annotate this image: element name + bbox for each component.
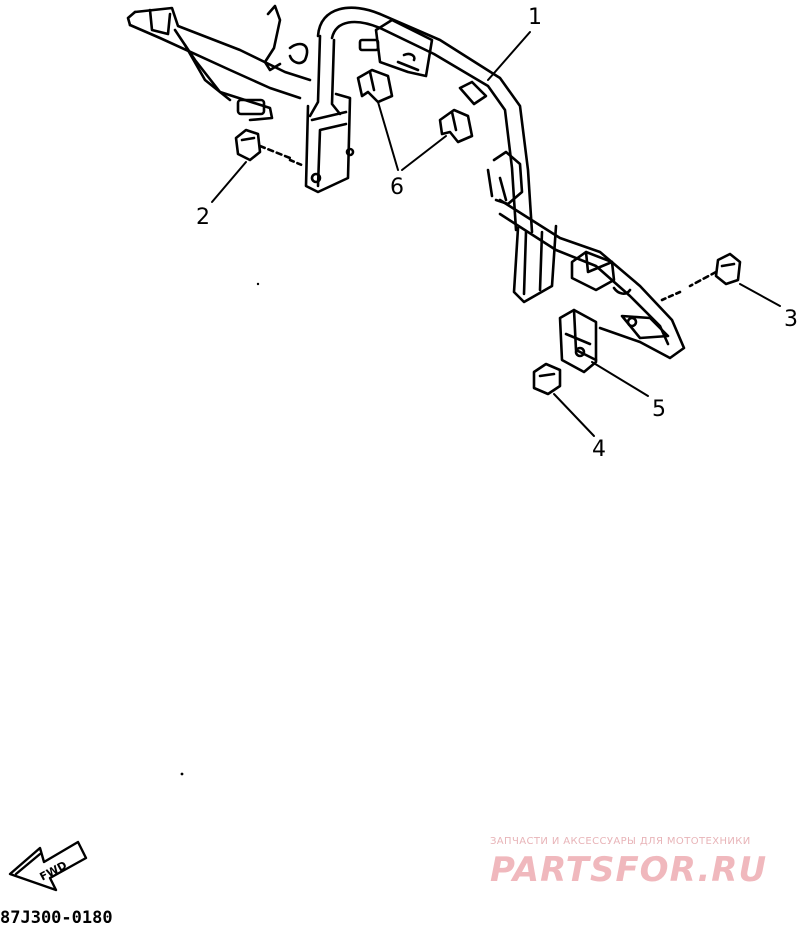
fwd-arrow-icon xyxy=(8,840,88,892)
watermark-tagline: ЗАПЧАСТИ И АКСЕССУАРЫ ДЛЯ МОТОТЕХНИКИ xyxy=(490,836,751,847)
clamp-upper xyxy=(356,68,394,104)
clamp-lower xyxy=(438,108,474,144)
callout-4: 4 xyxy=(592,437,606,462)
fwd-label: FWD xyxy=(38,859,70,884)
watermark-logo: PARTSFOR.RU xyxy=(490,850,768,890)
main-bracket xyxy=(126,4,686,360)
callout-2: 2 xyxy=(196,205,210,230)
callout-5: 5 xyxy=(652,397,666,422)
diagram-code: 87J300-0180 xyxy=(0,908,113,928)
callout-1: 1 xyxy=(528,5,542,30)
clip xyxy=(558,308,598,374)
callout-3: 3 xyxy=(784,307,798,332)
leader-lines xyxy=(211,31,781,437)
nut xyxy=(532,362,562,396)
bolt-right xyxy=(660,252,742,302)
bolt-left xyxy=(234,128,306,168)
callout-6: 6 xyxy=(390,175,404,200)
